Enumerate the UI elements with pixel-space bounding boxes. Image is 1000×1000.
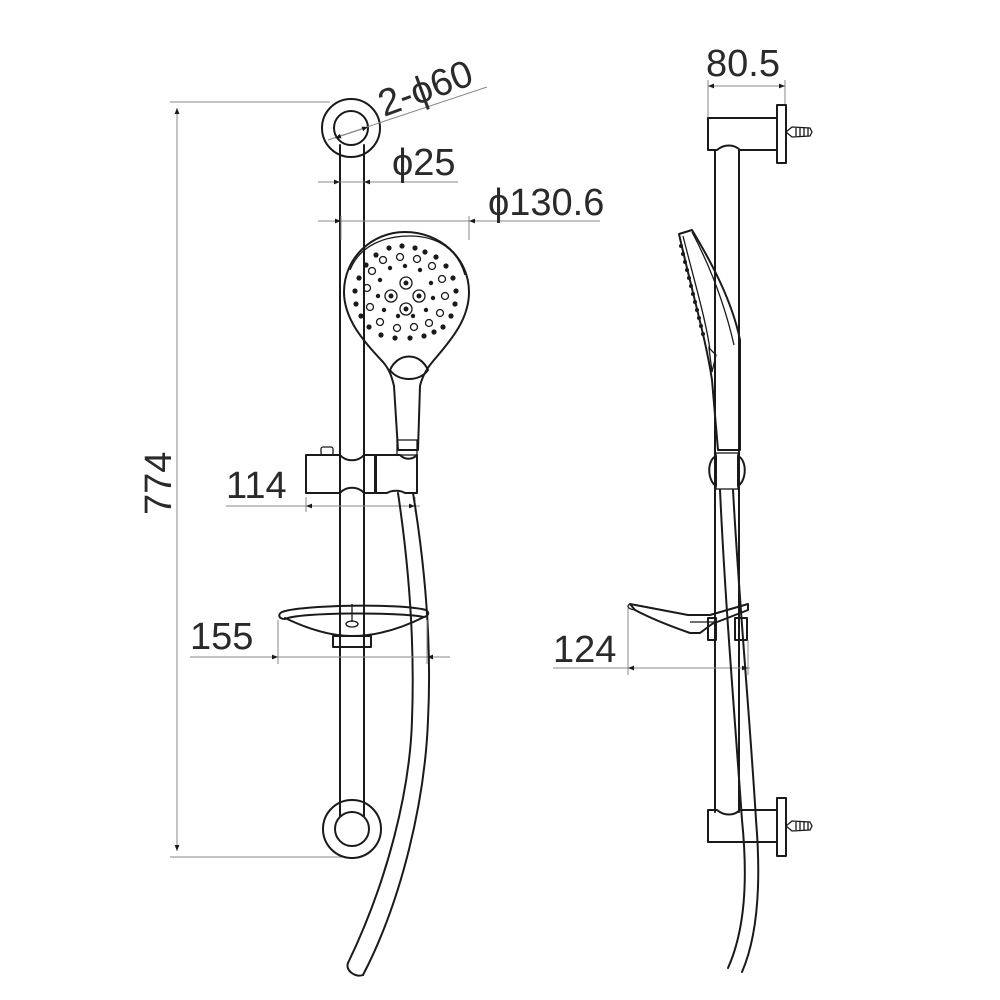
slide-rail	[339, 144, 365, 814]
slider-side	[708, 452, 746, 490]
rail-diameter-dimension: ϕ25	[318, 142, 458, 185]
soap-dish	[277, 604, 430, 664]
head-diameter-dimension: ϕ130.6	[318, 182, 604, 240]
bracket-projection-label: 80.5	[706, 43, 780, 85]
shower-hose-side	[719, 489, 760, 973]
bottom-bracket-side	[707, 797, 813, 857]
slider-holder	[305, 439, 418, 494]
soap-dish-side	[627, 603, 749, 641]
top-bracket-side	[707, 104, 813, 164]
head-diameter-label: ϕ130.6	[488, 182, 604, 224]
slider-projection-label: 114	[226, 465, 287, 507]
bottom-wall-bracket	[322, 799, 382, 859]
overall-height-dimension: 774	[138, 101, 345, 858]
hand-shower-head	[343, 231, 470, 451]
shower-hose	[346, 492, 431, 977]
bracket-diameter-label: 2-ϕ60	[373, 53, 479, 126]
soap-dish-projection-dimension: 124	[553, 608, 750, 675]
side-nozzles	[679, 244, 705, 336]
overall-height-label: 774	[138, 452, 180, 515]
hand-shower-side	[678, 229, 741, 451]
bracket-projection-dimension: 80.5	[706, 43, 786, 118]
front-view: 774 2-ϕ60 ϕ25	[138, 53, 604, 977]
bracket-diameter-dimension: 2-ϕ60	[327, 53, 488, 141]
soap-dish-width-label: 155	[190, 616, 253, 658]
spray-nozzles	[352, 243, 459, 341]
soap-dish-projection-label: 124	[553, 629, 616, 671]
slider-projection-dimension: 114	[226, 465, 420, 512]
side-view: 80.5	[553, 43, 813, 973]
soap-dish-width-dimension: 155	[190, 616, 450, 660]
rail-diameter-label: ϕ25	[392, 142, 456, 184]
top-wall-bracket	[321, 98, 381, 158]
slide-rail-side	[714, 149, 740, 813]
